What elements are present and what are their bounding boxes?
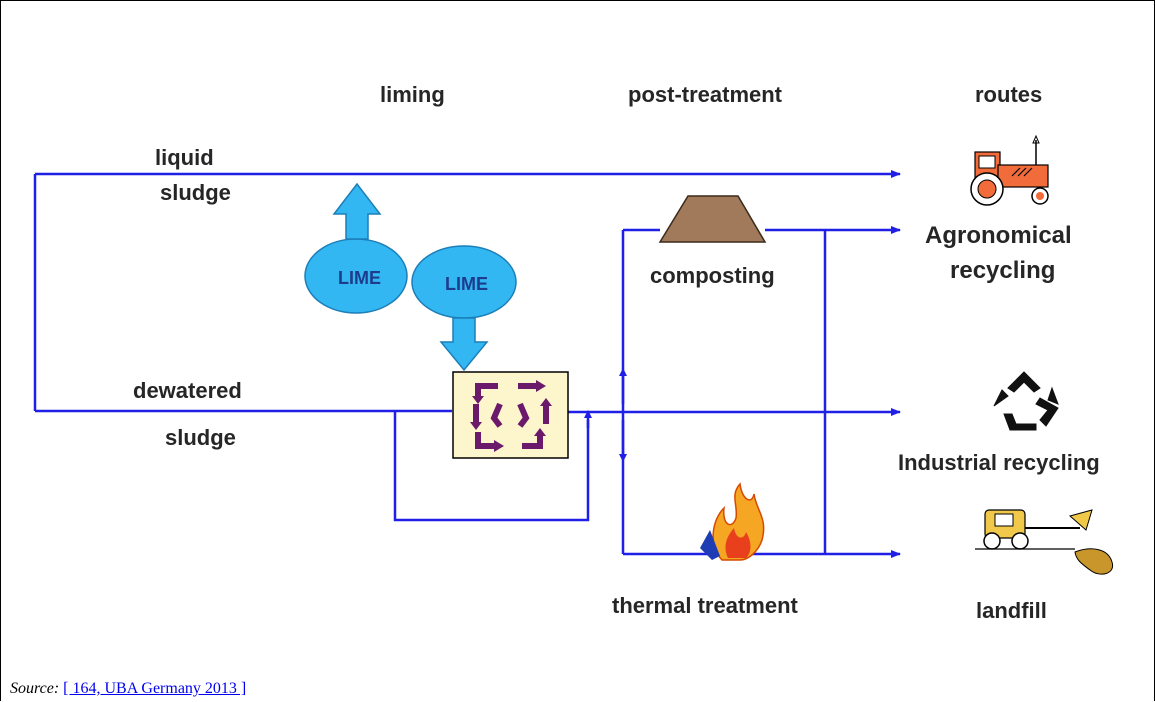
bulldozer-icon: [975, 509, 1114, 575]
tractor-icon: [970, 134, 1049, 206]
source-link[interactable]: [ 164, UBA Germany 2013 ]: [63, 680, 247, 697]
process-thermal-treatment: thermal treatment: [612, 593, 799, 618]
lime-right: LIME: [411, 245, 517, 319]
label-liquid-sludge: sludge: [160, 180, 231, 205]
label-dewatered: dewatered: [133, 378, 242, 403]
mixer-icon: [452, 371, 569, 459]
lime-down-arrow: [439, 317, 489, 372]
route-agronomical: Agronomical: [925, 222, 1072, 249]
svg-text:LIME: LIME: [338, 268, 381, 288]
label-liquid: liquid: [155, 145, 214, 170]
route-agronomical-recycling: recycling: [950, 257, 1055, 284]
route-industrial-recycling: Industrial recycling: [898, 450, 1100, 475]
lime-left: LIME: [304, 238, 408, 314]
header-liming: liming: [380, 82, 445, 107]
flow-lines: [33, 170, 901, 558]
source-citation: Source: [ 164, UBA Germany 2013 ]: [10, 680, 246, 698]
sludge-flow-diagram: liming post-treatment routes liquid slud…: [33, 82, 1114, 623]
recycle-icon: [993, 371, 1059, 431]
route-landfill: landfill: [976, 598, 1047, 623]
compost-heap-icon: [658, 195, 767, 243]
flame-icon: [700, 482, 765, 561]
header-routes: routes: [975, 82, 1042, 107]
source-label: Source:: [10, 680, 60, 697]
label-dewatered-sludge: sludge: [165, 425, 236, 450]
svg-text:LIME: LIME: [445, 274, 488, 294]
header-post-treatment: post-treatment: [628, 82, 783, 107]
lime-up-arrow: [332, 182, 382, 240]
process-composting: composting: [650, 263, 775, 288]
